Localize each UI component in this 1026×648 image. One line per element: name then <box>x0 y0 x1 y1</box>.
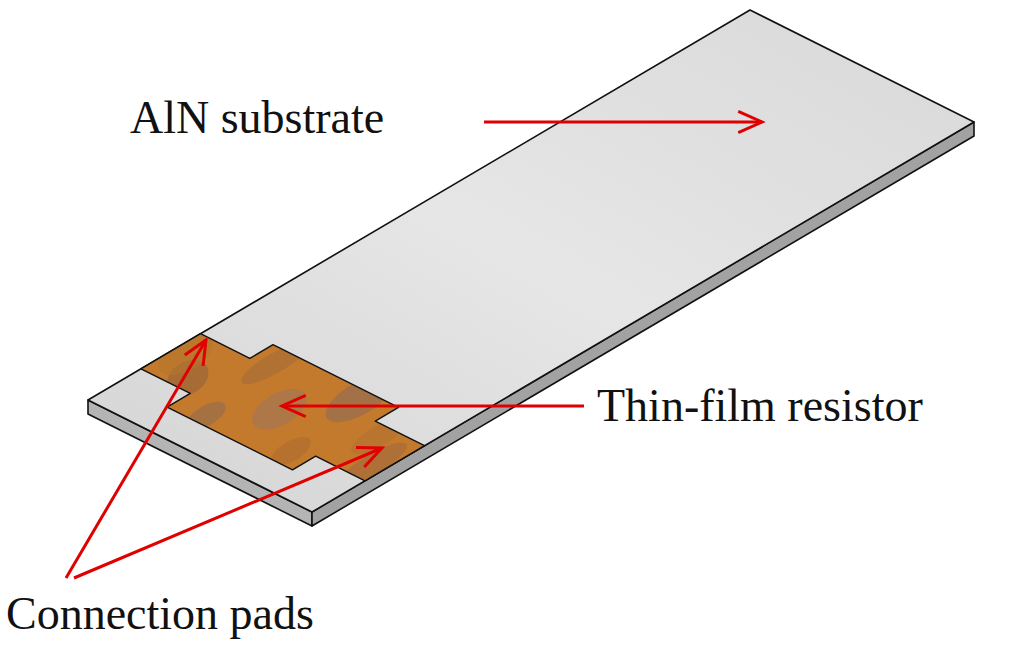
leader-arrow <box>66 340 206 578</box>
substrate-top-face <box>88 10 974 512</box>
resistor-texture <box>151 326 411 491</box>
leader-arrow <box>74 447 382 578</box>
leader-arrow <box>282 395 584 416</box>
part-label: Connection pads <box>6 586 314 642</box>
part-label: AlN substrate <box>130 90 384 146</box>
leader-arrow <box>484 111 762 132</box>
part-label: Thin-film resistor <box>597 378 923 434</box>
